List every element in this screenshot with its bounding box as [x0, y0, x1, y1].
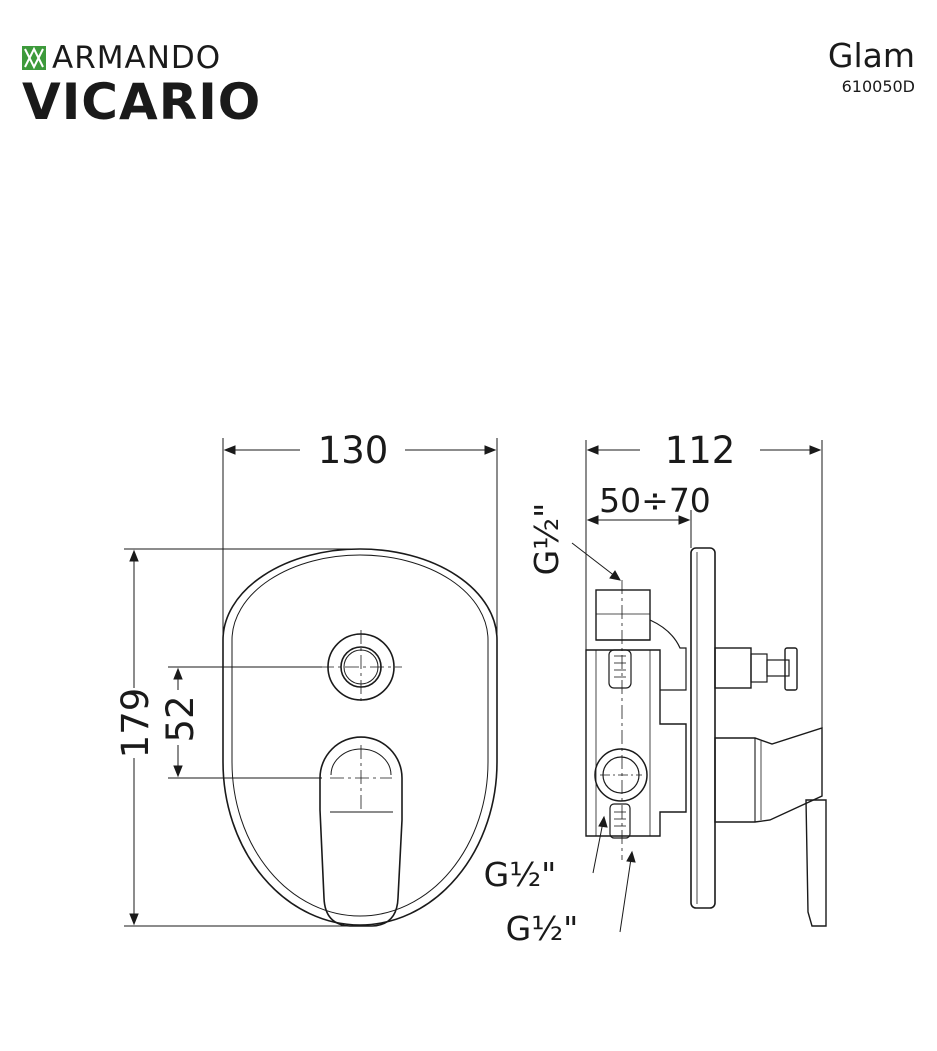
brand-line1-row: ARMANDO: [22, 42, 221, 74]
dim-side-depth: 112: [665, 429, 736, 472]
diamond-monogram-icon: [22, 46, 46, 70]
side-wall-plate: [690, 547, 716, 909]
front-view: [222, 548, 498, 927]
valve-body: [585, 649, 687, 837]
top-inlet: [595, 589, 651, 641]
product-name: Glam: [827, 36, 915, 75]
diverter-spindle: [714, 647, 752, 689]
dim-front-width: 130: [318, 429, 389, 472]
product-code: 610050D: [841, 77, 915, 96]
front-plate-outer: [222, 548, 498, 926]
product-header: Glam 610050D: [828, 36, 915, 98]
dim-axis-distance: 52: [159, 695, 202, 742]
middle-outlet: [594, 748, 648, 802]
side-lever: [714, 727, 823, 823]
mixer-lever: [319, 736, 403, 927]
thread-mid-label: G½": [484, 855, 557, 894]
thread-top-label: G½": [527, 503, 566, 576]
dim-adjust-range: 50÷70: [599, 481, 711, 520]
side-view: [585, 547, 827, 927]
brand-name-top: ARMANDO: [52, 40, 222, 76]
brand-name-bottom: VICARIO: [22, 73, 262, 131]
thread-bottom-label: G½": [506, 909, 579, 948]
dim-total-height: 179: [114, 688, 157, 759]
front-plate-inner: [231, 554, 489, 917]
